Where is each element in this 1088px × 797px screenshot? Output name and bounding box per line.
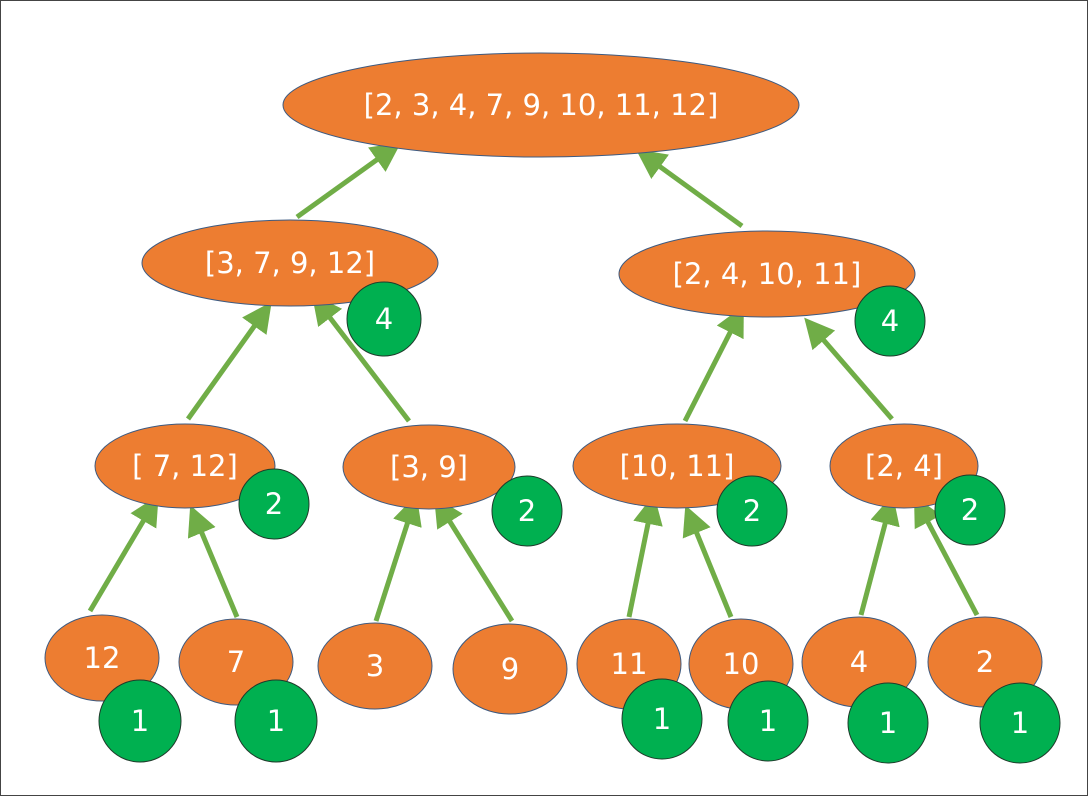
node-ellipse-leaf4 xyxy=(452,623,568,715)
badge-circle-leaf8 xyxy=(979,682,1061,764)
nodes-layer: [2, 3, 4, 7, 9, 10, 11, 12] [3, 7, 9, 12]… xyxy=(44,52,1043,715)
badge-circle-leaf1 xyxy=(98,679,182,763)
node-label-leaf8: 2 xyxy=(976,645,994,679)
badge-label-l2b: 2 xyxy=(518,494,536,528)
badge-label-l2d: 2 xyxy=(961,493,979,527)
count-badge-l1a: 4 xyxy=(346,281,422,357)
badge-label-leaf8: 1 xyxy=(1011,706,1029,740)
badge-circle-l2a xyxy=(238,468,310,540)
badge-label-l1b: 4 xyxy=(881,304,899,338)
count-badge-leaf1: 1 xyxy=(98,679,182,763)
node-label-leaf2: 7 xyxy=(227,645,245,679)
arrow-leaf2-to-l2a xyxy=(187,505,240,618)
badge-circle-l1b xyxy=(854,285,926,357)
badge-circle-leaf2 xyxy=(234,679,318,763)
badge-label-l1a: 4 xyxy=(375,302,393,336)
count-badge-l1b: 4 xyxy=(854,285,926,357)
node-ellipse-root xyxy=(282,52,800,158)
node-l2d: [2, 4] xyxy=(829,423,979,509)
arrows-layer xyxy=(87,142,980,623)
arrow-l2b-to-l1a xyxy=(311,294,411,423)
badge-label-l2a: 2 xyxy=(265,487,283,521)
arrow-leaf8-to-l2d xyxy=(913,495,980,617)
arrow-l2d-to-l1b xyxy=(804,317,894,421)
node-label-l1a: [3, 7, 9, 12] xyxy=(205,246,375,280)
badge-label-leaf5: 1 xyxy=(653,702,671,736)
node-l2b: [3, 9] xyxy=(342,424,516,510)
badge-label-leaf7: 1 xyxy=(879,706,897,740)
badge-circle-leaf5 xyxy=(621,678,703,760)
count-badge-leaf5: 1 xyxy=(621,678,703,760)
node-ellipse-leaf1 xyxy=(44,614,160,702)
node-label-leaf5: 11 xyxy=(611,647,648,681)
badge-label-leaf2: 1 xyxy=(267,704,285,738)
node-label-leaf4: 9 xyxy=(501,652,519,686)
count-badge-l2c: 2 xyxy=(716,475,788,547)
arrow-leaf5-to-l2c xyxy=(626,494,663,618)
node-label-l1b: [2, 4, 10, 11] xyxy=(673,257,862,291)
node-root: [2, 3, 4, 7, 9, 10, 11, 12] xyxy=(282,52,800,158)
node-ellipse-l1a xyxy=(141,219,439,307)
count-badge-leaf7: 1 xyxy=(847,682,929,764)
arrow-l1b-to-root xyxy=(635,149,744,229)
node-leaf1: 12 xyxy=(44,614,160,702)
node-label-root: [2, 3, 4, 7, 9, 10, 11, 12] xyxy=(364,88,719,122)
node-ellipse-leaf3 xyxy=(317,622,433,710)
count-badge-leaf8: 1 xyxy=(979,682,1061,764)
node-label-l2c: [10, 11] xyxy=(620,449,735,483)
arrow-l2c-to-l1b xyxy=(682,305,744,423)
arrow-l1a-to-root xyxy=(295,142,402,220)
node-label-l2a: [ 7, 12] xyxy=(132,449,238,483)
node-label-leaf3: 3 xyxy=(366,649,384,683)
node-label-l2b: [3, 9] xyxy=(390,450,468,484)
badge-circle-l2b xyxy=(491,475,563,547)
count-badge-l2a: 2 xyxy=(238,468,310,540)
node-label-l2d: [2, 4] xyxy=(865,449,943,483)
node-l1a: [3, 7, 9, 12] xyxy=(141,219,439,307)
arrow-leaf7-to-l2d xyxy=(858,494,900,616)
node-l1b: [2, 4, 10, 11] xyxy=(618,230,916,318)
badge-circle-leaf6 xyxy=(727,680,809,762)
count-badge-l2d: 2 xyxy=(934,474,1006,546)
node-l2a: [ 7, 12] xyxy=(94,423,276,509)
node-ellipse-l2a xyxy=(94,423,276,509)
count-badge-l2b: 2 xyxy=(491,475,563,547)
arrow-leaf1-to-l2a xyxy=(87,495,159,613)
arrow-leaf3-to-l2b xyxy=(373,494,422,622)
node-leaf3: 3 xyxy=(317,622,433,710)
badge-circle-l2c xyxy=(716,475,788,547)
count-badge-leaf2: 1 xyxy=(234,679,318,763)
node-label-leaf7: 4 xyxy=(850,645,868,679)
node-leaf4: 9 xyxy=(452,623,568,715)
badge-circle-l2d xyxy=(934,474,1006,546)
node-ellipse-l1b xyxy=(618,230,916,318)
node-ellipse-l2d xyxy=(829,423,979,509)
badge-circle-l1a xyxy=(346,281,422,357)
node-label-leaf1: 12 xyxy=(84,641,121,675)
badge-label-leaf6: 1 xyxy=(759,704,777,738)
arrow-leaf6-to-l2c xyxy=(682,505,734,618)
count-badge-leaf6: 1 xyxy=(727,680,809,762)
arrow-leaf4-to-l2b xyxy=(434,496,515,623)
badge-label-l2c: 2 xyxy=(743,494,761,528)
arrow-l2a-to-l1a xyxy=(185,301,272,421)
badge-label-leaf1: 1 xyxy=(131,704,149,738)
badge-circle-leaf7 xyxy=(847,682,929,764)
node-ellipse-l2b xyxy=(342,424,516,510)
node-label-leaf6: 10 xyxy=(723,647,760,681)
